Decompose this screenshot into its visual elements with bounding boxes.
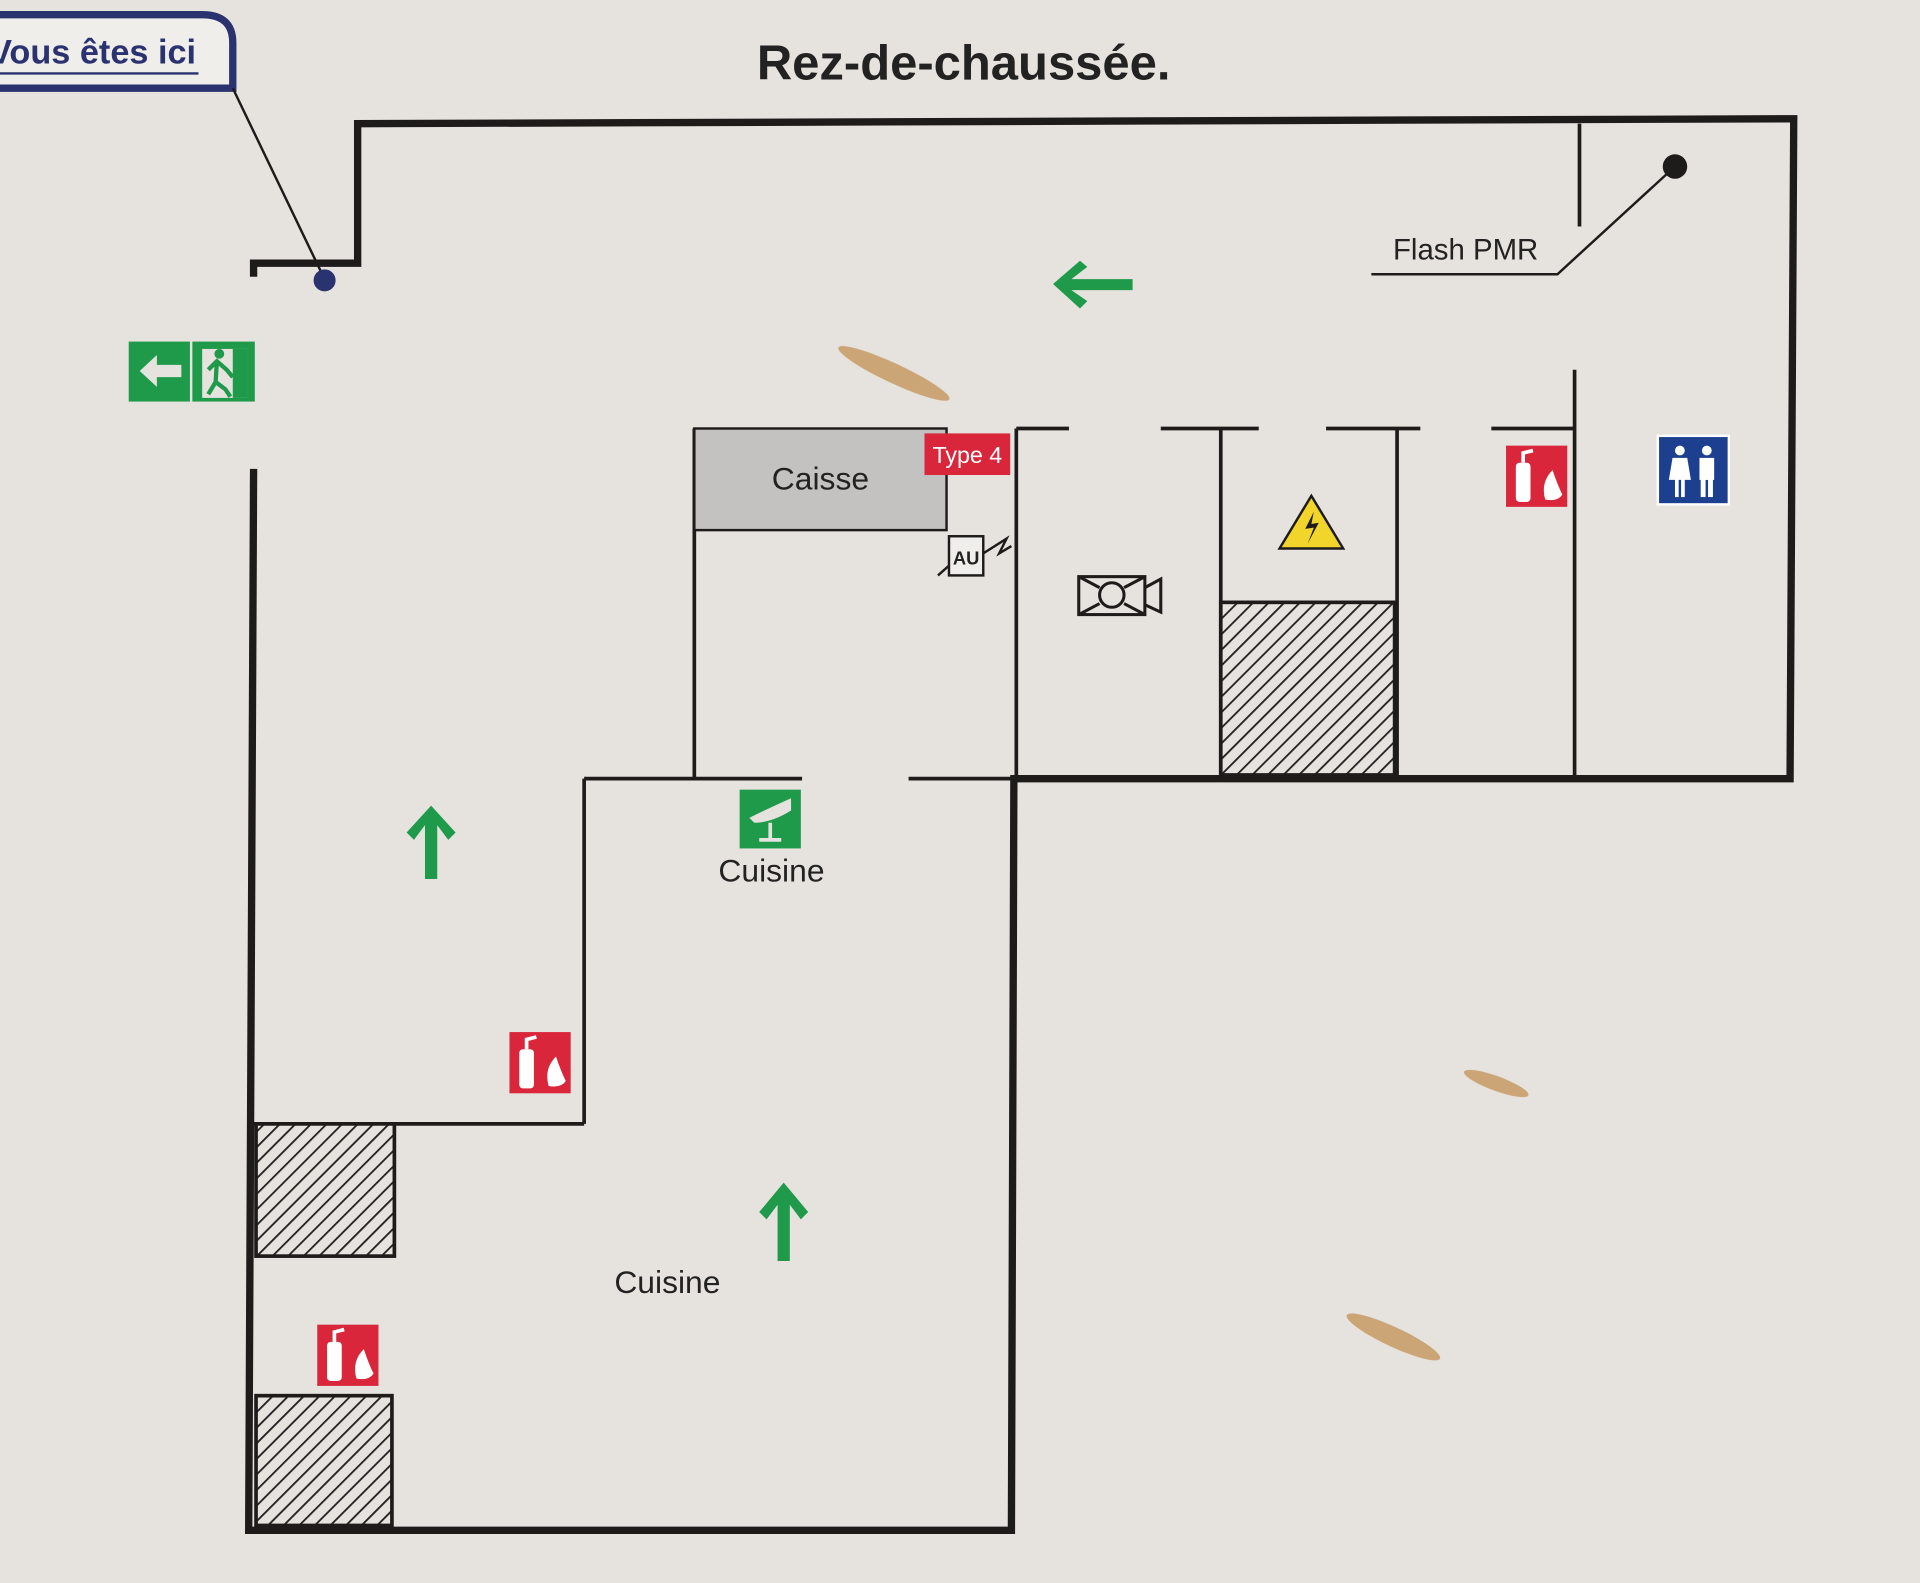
hatched-area-kitchen-1 [254, 1122, 397, 1258]
inner-walls [253, 123, 1582, 1126]
evacuation-arrow-icon [406, 805, 456, 880]
evacuation-arrow-icon [759, 1182, 809, 1262]
paper-stains [838, 346, 1529, 1361]
electrical-hazard-icon [1277, 493, 1346, 550]
you-are-here-callout: Vous êtes ici [0, 11, 336, 292]
flash-pmr-label: Flash PMR [1393, 234, 1538, 267]
fire-extinguisher-icon [317, 1324, 379, 1386]
au-label: AU [953, 547, 980, 568]
first-aid-icon [739, 789, 801, 849]
type4-badge [924, 433, 1011, 476]
fire-extinguisher-icon [509, 1032, 571, 1094]
you-are-here-label: Vous êtes ici [0, 34, 196, 72]
hatched-area-kitchen-2 [254, 1393, 394, 1528]
caisse-area [693, 427, 948, 532]
hatched-area-electrical [1218, 600, 1397, 777]
emergency-exit-icon [128, 341, 255, 402]
caisse-label: Caisse [772, 461, 869, 497]
you-are-here-marker [313, 269, 336, 292]
alarm-trigger-icon: AU [937, 535, 1013, 577]
cuisine-lower-label: Cuisine [614, 1264, 720, 1300]
restroom-icon [1656, 434, 1731, 506]
flash-pmr-marker: Flash PMR [1371, 154, 1688, 276]
floor-title: Rez-de-chaussée. [757, 37, 1171, 91]
cuisine-upper-label: Cuisine [718, 852, 824, 888]
evacuation-arrow-icon [1053, 260, 1133, 309]
fire-extinguisher-icon [1506, 445, 1568, 507]
type4-label: Type 4 [932, 442, 1002, 468]
camera-icon [1077, 575, 1163, 617]
outer-walls [245, 115, 1798, 1535]
